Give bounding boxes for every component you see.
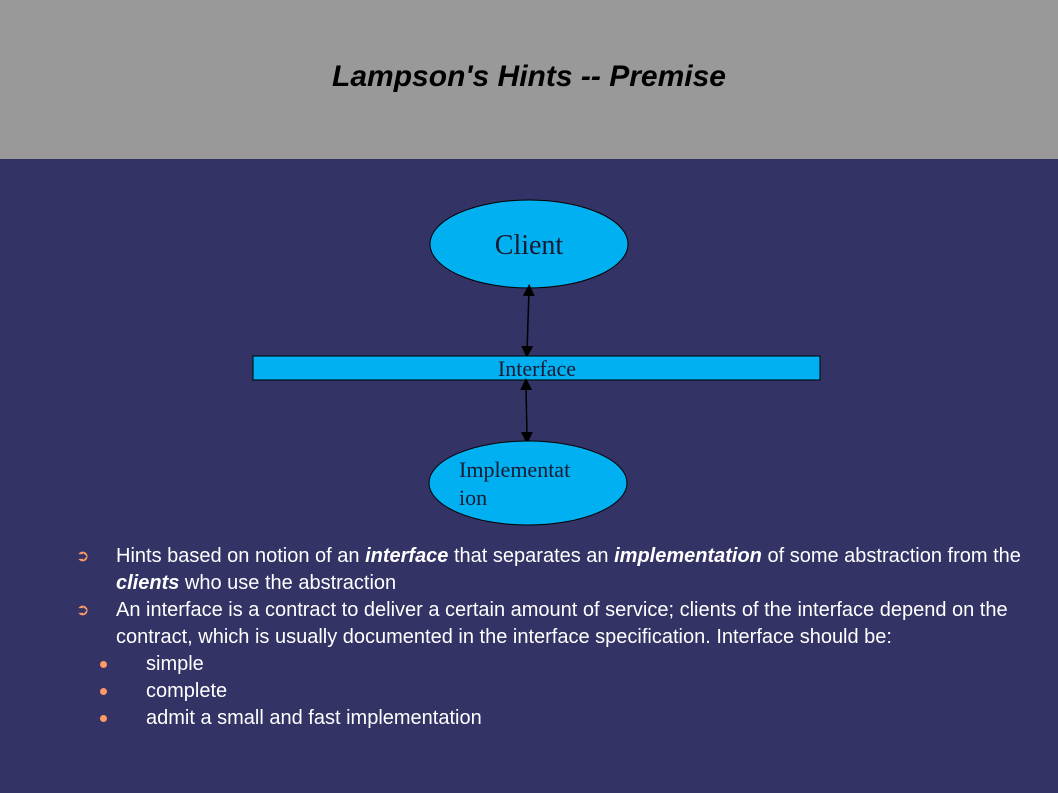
bullet-item: ➲ An interface is a contract to deliver … (76, 599, 1008, 648)
sub-bullet-item: admit a small and fast implementation (72, 705, 1032, 732)
client-interface-arrow (521, 284, 535, 358)
interface-label: Interface (498, 356, 576, 381)
implementation-ellipse (428, 440, 628, 526)
slide-title: Lampson's Hints -- Premise (332, 60, 726, 93)
interface-bar (252, 355, 821, 381)
client-interface-diagram: Client Interface Implementat ion (252, 199, 821, 526)
arrow-bullet-icon: ➲ (76, 602, 90, 619)
arrow-bullet-icon: ➲ (76, 548, 90, 565)
implementation-label-line2: ion (459, 485, 487, 510)
title-bar (0, 0, 1058, 159)
client-label: Client (495, 230, 564, 261)
dot-bullet-icon (100, 715, 107, 722)
sub-bullet-item: complete (72, 678, 1032, 705)
emphasis-implementation: implementation (614, 545, 762, 567)
sub-bullet-container: simple complete admit a small and fast i… (72, 651, 1032, 732)
bullet-item: ➲ Hints based on notion of an interface … (76, 545, 1021, 594)
dot-bullet-icon (100, 688, 107, 695)
interface-implementation-arrow (520, 378, 533, 444)
implementation-label-line1: Implementat (459, 457, 570, 482)
emphasis-clients: clients (116, 572, 180, 594)
sub-bullet-item: simple (72, 651, 1032, 678)
sub-bullet-list: simple complete admit a small and fast i… (72, 651, 1032, 732)
bullet-list: ➲ Hints based on notion of an interface … (72, 543, 1032, 732)
dot-bullet-icon (100, 661, 107, 668)
emphasis-interface: interface (365, 545, 449, 567)
